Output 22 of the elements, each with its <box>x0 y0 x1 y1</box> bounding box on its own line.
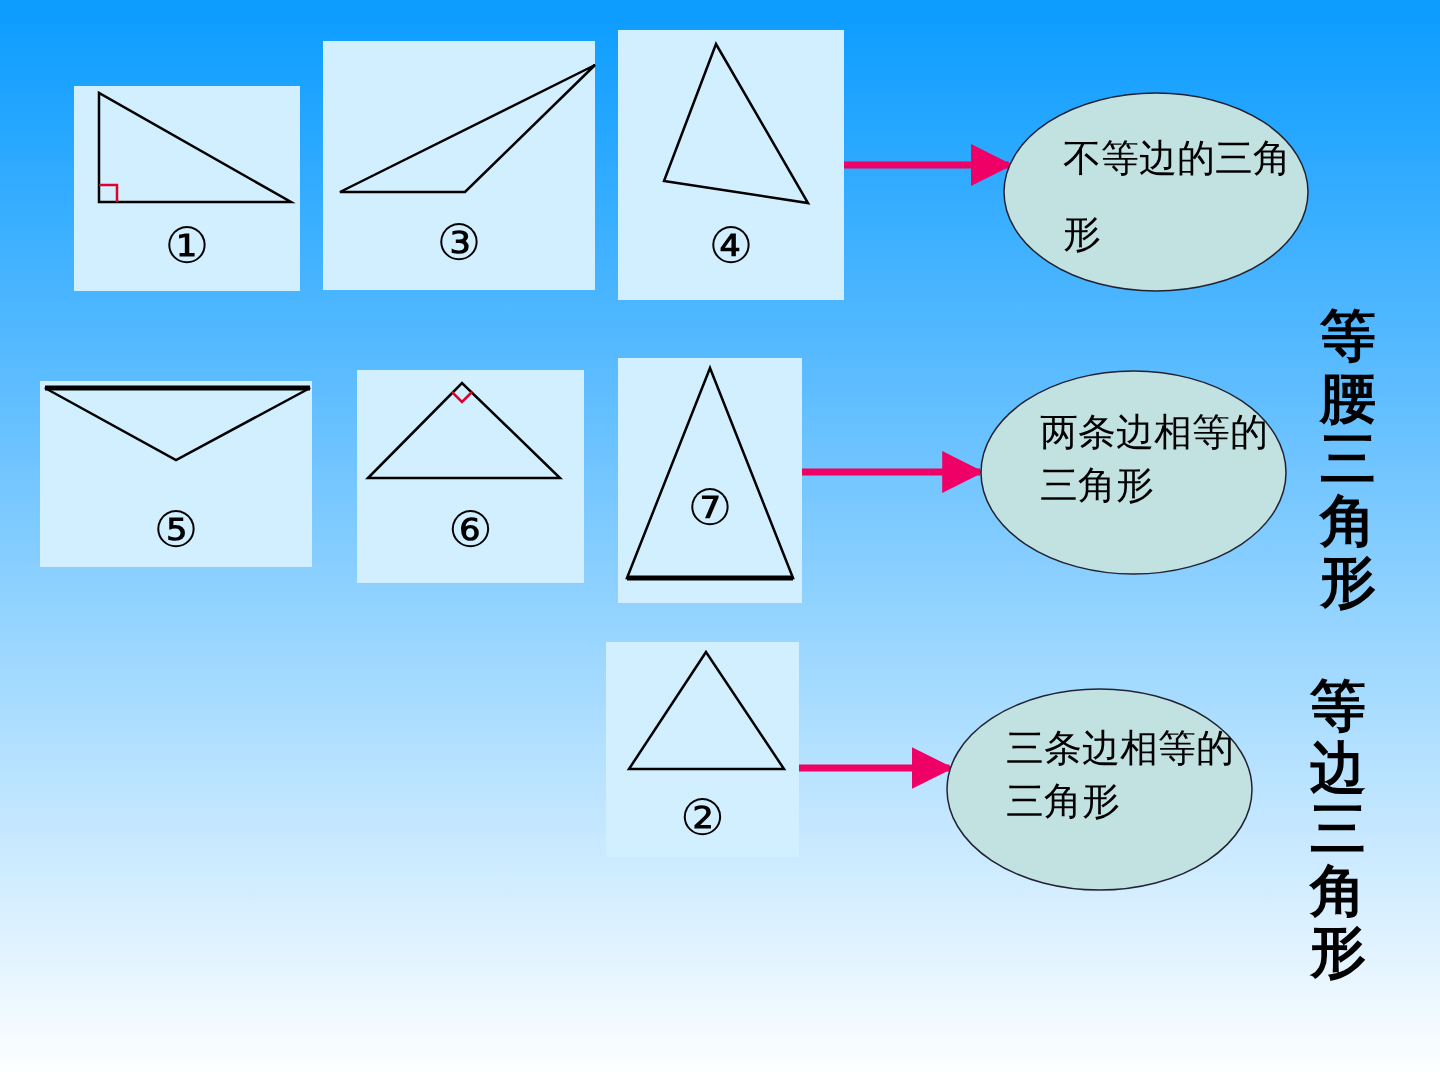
figure-panel <box>357 370 584 583</box>
circled-number: ⑤ <box>153 505 199 555</box>
figure-panel <box>74 86 300 291</box>
category-text: 两条边相等的三角形 <box>1040 409 1269 510</box>
vertical-title: 等腰三角形 <box>1320 305 1376 613</box>
category-text: 三条边相等的三角形 <box>1006 725 1235 826</box>
circled-number: ④ <box>708 221 754 271</box>
ellipse-node <box>980 370 1287 575</box>
vertical-title: 等边三角形 <box>1310 675 1366 983</box>
figure-panel <box>606 642 799 857</box>
circled-number: ① <box>164 221 210 271</box>
circled-number: ⑦ <box>687 483 733 533</box>
ellipse-node <box>1003 92 1309 292</box>
circled-number: ⑥ <box>448 505 493 555</box>
category-text: 不等边的三角形 <box>1063 135 1292 258</box>
figure-panel <box>618 30 844 300</box>
circled-number: ② <box>680 793 725 843</box>
figure-panel <box>40 381 312 567</box>
ellipse-node <box>946 688 1253 891</box>
circled-number: ③ <box>436 218 482 268</box>
figure-panel <box>618 358 802 603</box>
figure-panel <box>323 41 595 290</box>
